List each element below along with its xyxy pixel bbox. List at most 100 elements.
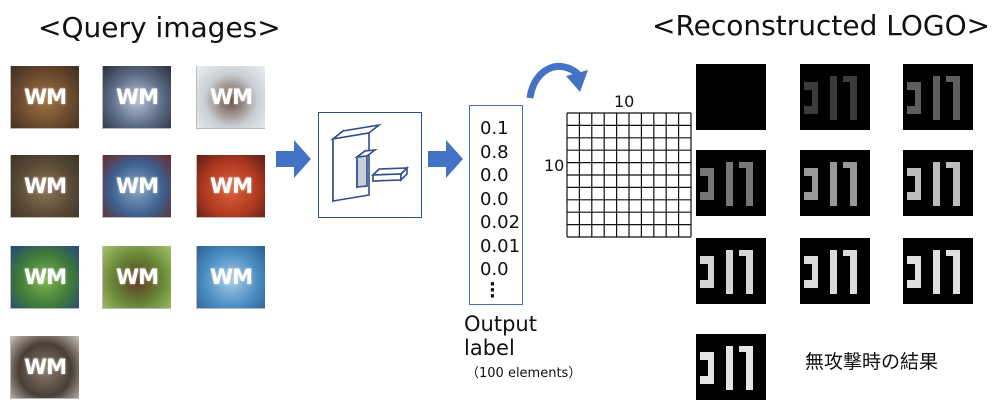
logo-stroke — [804, 280, 814, 288]
logo-stroke — [708, 82, 714, 114]
query-image-dog: WM — [10, 336, 79, 399]
logo-stroke — [700, 82, 710, 90]
logo-stroke — [739, 346, 753, 352]
output-value: 0.02 — [480, 212, 521, 233]
logo-stroke — [708, 352, 714, 384]
no-attack-result-note: 無攻撃時の結果 — [805, 351, 939, 373]
logo-stroke — [700, 106, 710, 114]
logo-stroke — [850, 76, 857, 120]
logo-stroke — [804, 82, 814, 90]
logo-stroke — [953, 250, 960, 294]
logo-stroke — [739, 76, 753, 82]
output-value: 0.8 — [480, 141, 509, 163]
logo-stroke — [843, 76, 857, 82]
logo-stroke — [946, 250, 960, 256]
query-image-truck: WM — [102, 66, 171, 129]
logo-stroke — [830, 250, 837, 294]
curved-arrow-icon — [526, 62, 588, 99]
cnn-layers-icon — [330, 123, 410, 203]
logo-stroke — [746, 162, 753, 206]
query-image-peacock: WM — [10, 246, 79, 309]
logo-stroke — [907, 280, 917, 288]
logo-stroke — [812, 82, 818, 114]
logo-stroke — [700, 256, 710, 264]
output-value: 0.0 — [480, 188, 509, 210]
logo-stroke — [726, 250, 733, 294]
watermark-text: WM — [23, 174, 67, 198]
reconstructed-logo-image — [903, 150, 973, 216]
logo-stroke — [804, 192, 814, 200]
query-image-bird-on-sky: WM — [196, 66, 265, 129]
logo-stroke — [953, 76, 960, 120]
logo-stroke — [830, 162, 837, 206]
logo-stroke — [850, 250, 857, 294]
grid-lines — [566, 112, 692, 238]
watermark-text: WM — [115, 265, 159, 289]
reconstructed-logo-image — [696, 238, 766, 304]
10x10-grid — [566, 112, 692, 242]
cnn-model-box — [318, 112, 422, 218]
query-image-frog: WM — [10, 155, 79, 218]
ellipsis-icon: ··· — [489, 274, 496, 307]
logo-stroke — [907, 168, 917, 176]
reconstructed-logo-title: <Reconstructed LOGO> — [652, 9, 991, 42]
grid-height-label: 10 — [544, 156, 565, 175]
watermark-text: WM — [23, 265, 67, 289]
logo-stroke — [700, 352, 710, 360]
query-image-car: WM — [102, 155, 171, 218]
logo-stroke — [843, 162, 857, 168]
logo-stroke — [907, 256, 917, 264]
query-image-ship: WM — [196, 246, 265, 309]
logo-stroke — [933, 162, 940, 206]
output-value: 0.0 — [480, 165, 509, 186]
query-images-title: <Query images> — [38, 11, 281, 44]
logo-stroke — [726, 346, 733, 390]
logo-stroke — [700, 192, 710, 200]
reconstructed-logo-image — [800, 150, 870, 216]
reconstructed-logo-image — [696, 334, 766, 400]
reconstructed-logo-image — [903, 64, 973, 130]
logo-stroke — [915, 168, 921, 200]
logo-stroke — [915, 82, 921, 114]
output-value: 0.1 — [480, 118, 509, 139]
logo-stroke — [708, 168, 714, 200]
logo-stroke — [746, 346, 753, 390]
logo-stroke — [726, 76, 733, 120]
logo-stroke — [946, 76, 960, 82]
output-label-caption: Output label — [464, 312, 537, 360]
watermark-text: WM — [209, 174, 253, 198]
logo-stroke — [746, 76, 753, 120]
watermark-text: WM — [23, 85, 67, 109]
query-image-red-car: WM — [196, 155, 265, 218]
logo-stroke — [700, 280, 710, 288]
output-value: 0.01 — [480, 235, 521, 257]
logo-stroke — [907, 106, 917, 114]
logo-stroke — [804, 256, 814, 264]
logo-stroke — [726, 162, 733, 206]
logo-stroke — [953, 162, 960, 206]
logo-stroke — [739, 250, 753, 256]
logo-stroke — [850, 162, 857, 206]
logo-stroke — [933, 250, 940, 294]
logo-stroke — [946, 162, 960, 168]
logo-stroke — [746, 250, 753, 294]
logo-stroke — [933, 76, 940, 120]
reconstructed-logo-image — [696, 64, 766, 130]
logo-stroke — [804, 106, 814, 114]
logo-stroke — [804, 168, 814, 176]
logo-stroke — [843, 250, 857, 256]
watermark-text: WM — [115, 174, 159, 198]
grid-width-label: 10 — [614, 92, 635, 111]
watermark-text: WM — [209, 265, 253, 289]
logo-stroke — [907, 192, 917, 200]
logo-stroke — [812, 256, 818, 288]
logo-stroke — [700, 168, 710, 176]
reconstructed-logo-image — [903, 238, 973, 304]
watermark-text: WM — [209, 85, 253, 109]
query-image-bird: WM — [10, 66, 79, 129]
logo-stroke — [830, 76, 837, 120]
reconstructed-logo-image — [696, 150, 766, 216]
reconstructed-logo-image — [800, 64, 870, 130]
watermark-text: WM — [23, 355, 67, 379]
